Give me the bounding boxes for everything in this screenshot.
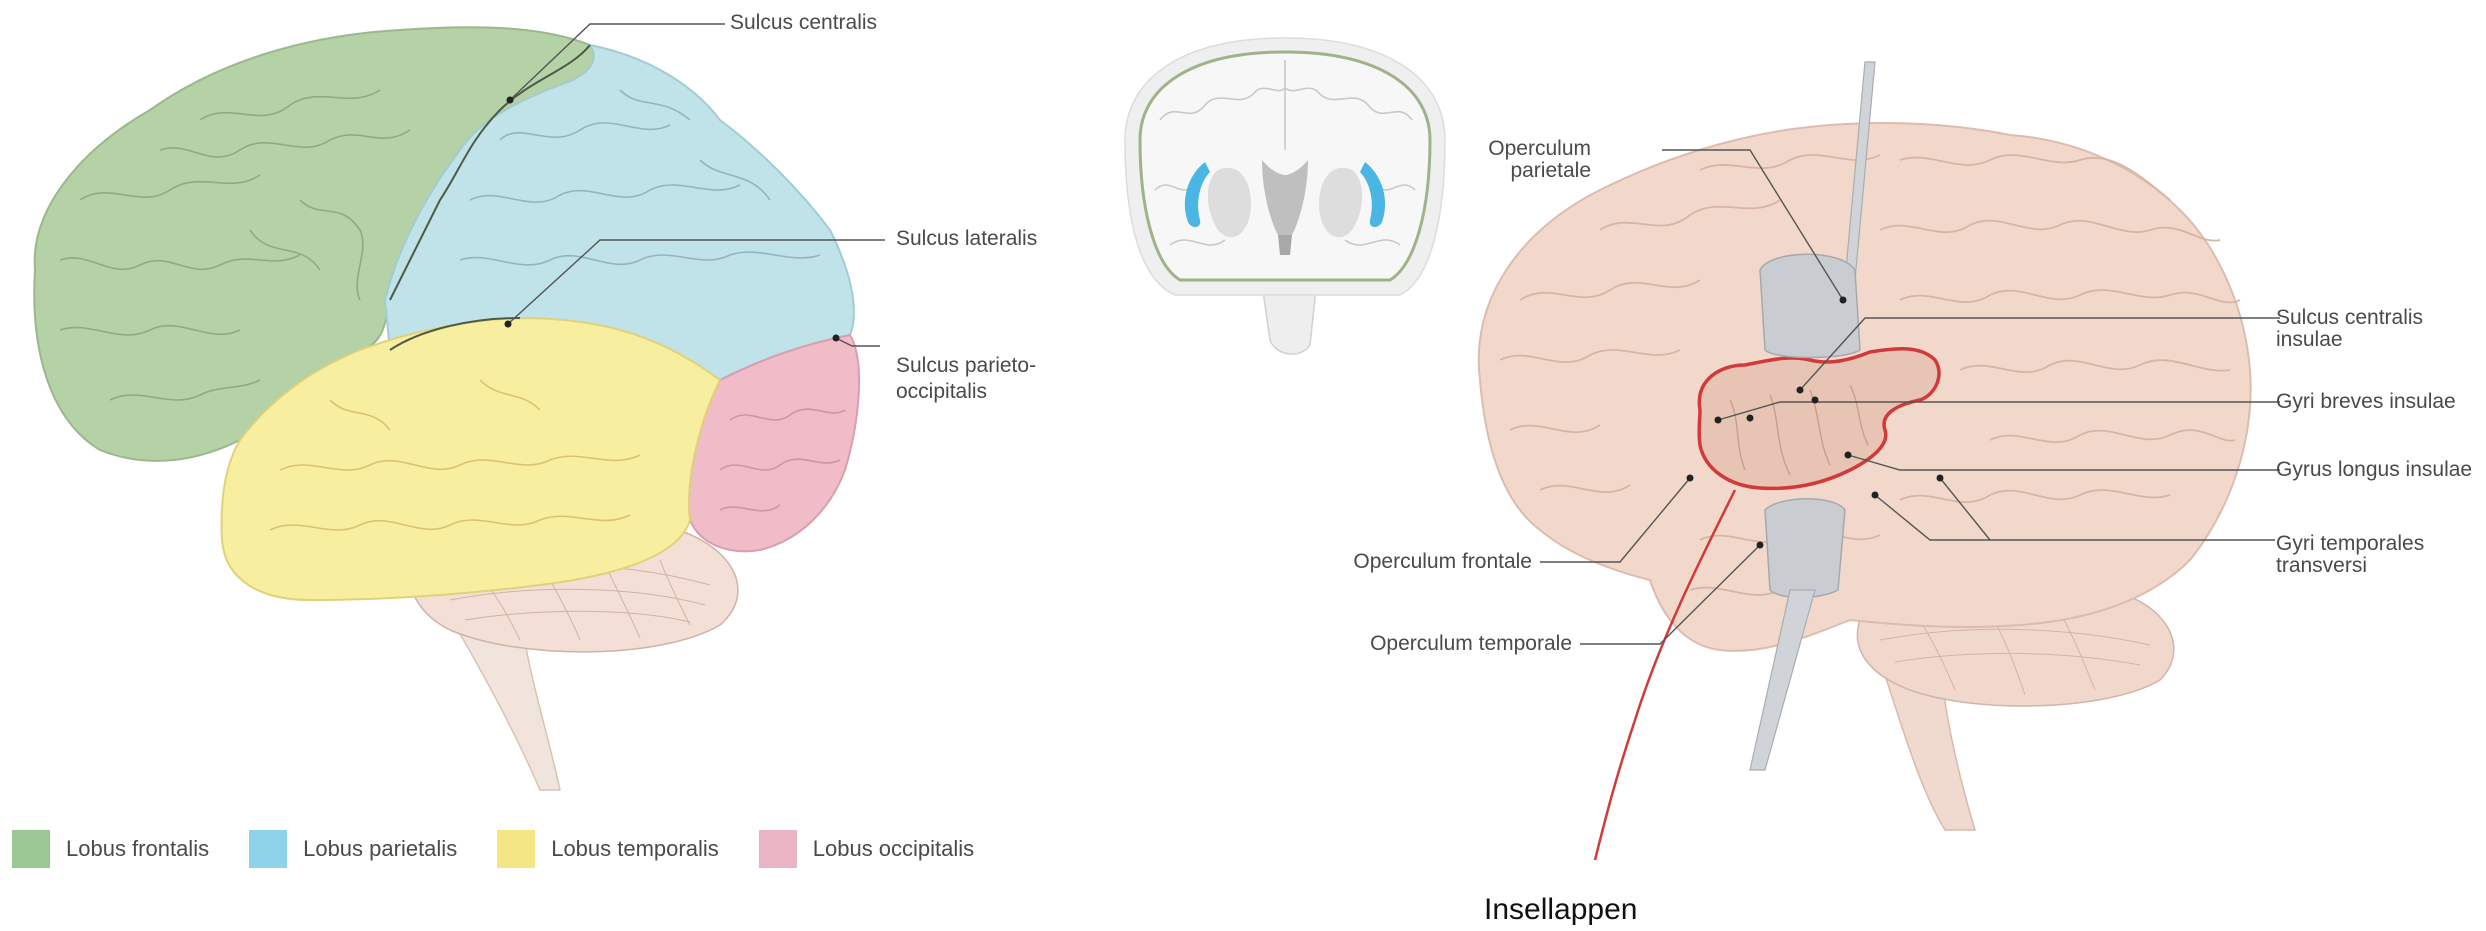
left-brain-illustration (33, 23, 885, 791)
legend-label-occipitalis: Lobus occipitalis (812, 836, 975, 861)
legend-item-temporalis: Lobus temporalis (497, 830, 719, 868)
lobe-legend: Lobus frontalis Lobus parietalis Lobus t… (12, 827, 1014, 871)
legend-label-frontalis: Lobus frontalis (66, 836, 210, 861)
label-sulcus-centralis: Sulcus centralis (730, 11, 878, 34)
label-sulcus-centralis-insulae-line1: Sulcus centralis (2276, 306, 2424, 329)
legend-swatch-temporalis (497, 830, 536, 868)
insula-window (1697, 347, 1941, 491)
label-operculum-parietale-line1: Operculum (1488, 137, 1591, 160)
label-sulcus-parieto-occipitalis-line2: occipitalis (896, 380, 988, 403)
label-sulcus-centralis-insulae-line2: insulae (2276, 328, 2343, 351)
legend-swatch-frontalis (12, 830, 50, 868)
coronal-section-illustration (1124, 37, 1446, 355)
legend-item-frontalis: Lobus frontalis (12, 830, 209, 868)
right-brain-stem (1878, 659, 1977, 831)
legend-label-temporalis: Lobus temporalis (551, 836, 719, 861)
label-gyri-temporales-transversi-line2: transversi (2276, 554, 2368, 577)
retractor-lower (1749, 498, 1846, 771)
legend-swatch-parietalis (249, 830, 288, 868)
retractor-upper (1759, 61, 1876, 359)
legend-swatch-occipitalis (758, 830, 797, 868)
label-sulcus-lateralis: Sulcus lateralis (896, 227, 1038, 250)
label-gyri-breves-insulae: Gyri breves insulae (2276, 390, 2456, 413)
right-brain-illustration (1477, 61, 2280, 861)
coronal-basal-left (1207, 167, 1251, 238)
coronal-ventricles (1262, 160, 1308, 235)
legend-item-occipitalis: Lobus occipitalis (758, 830, 975, 868)
coronal-brain (1138, 50, 1432, 282)
coronal-basal-right (1319, 167, 1363, 238)
coronal-insula-right (1360, 162, 1386, 228)
label-sulcus-parieto-occipitalis-line1: Sulcus parieto- (896, 354, 1037, 377)
label-gyrus-longus-insulae: Gyrus longus insulae (2276, 458, 2473, 481)
label-operculum-parietale-line2: parietale (1510, 159, 1591, 182)
label-gyri-temporales-transversi-line1: Gyri temporales (2276, 532, 2425, 555)
coronal-insula-left (1184, 162, 1210, 228)
legend-item-parietalis: Lobus parietalis (249, 830, 457, 868)
label-operculum-frontale: Operculum frontale (1353, 550, 1532, 573)
label-operculum-temporale: Operculum temporale (1370, 632, 1572, 655)
caption-insellappen: Insellappen (1484, 893, 1638, 926)
legend-label-parietalis: Lobus parietalis (303, 836, 458, 861)
